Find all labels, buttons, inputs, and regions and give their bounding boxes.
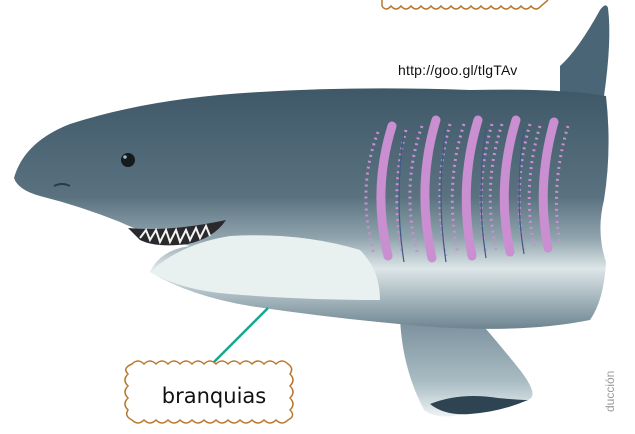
gills-label: branquias bbox=[134, 384, 294, 408]
dorsal-fin bbox=[560, 5, 609, 96]
source-url: http://goo.gl/tlgTAv bbox=[398, 62, 517, 78]
top-label-box-edge bbox=[382, 0, 548, 9]
eye bbox=[121, 153, 135, 167]
side-credit: ducción bbox=[603, 371, 617, 412]
pointer-line bbox=[212, 308, 268, 364]
eye-highlight bbox=[123, 155, 127, 159]
